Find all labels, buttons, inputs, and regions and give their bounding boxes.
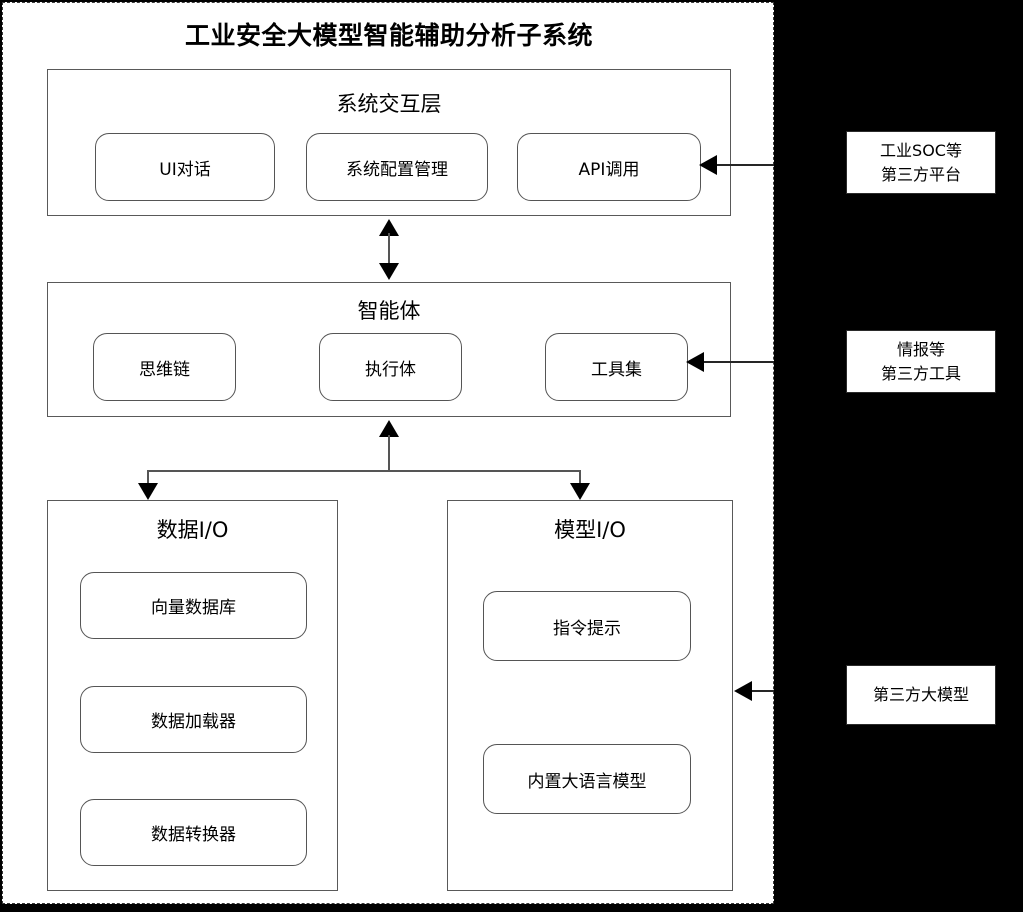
arrow-agent-down (379, 263, 399, 280)
module-data-loader[interactable]: 数据加载器 (80, 686, 307, 753)
layer-data-io: 数据I/O 向量数据库 数据加载器 数据转换器 (47, 500, 338, 891)
external-box-soc-platform[interactable]: 工业SOC等 第三方平台 (846, 131, 996, 194)
arrow-to-model-io (570, 483, 590, 500)
module-system-config[interactable]: 系统配置管理 (306, 133, 488, 201)
layer-interaction: 系统交互层 UI对话 系统配置管理 API调用 (47, 69, 731, 216)
arrow-ext-intel-to-toolset (686, 352, 704, 372)
arrow-to-data-io (138, 483, 158, 500)
module-executor[interactable]: 执行体 (319, 333, 462, 401)
external-soc-line1: 工业SOC等 (880, 140, 962, 160)
layer-agent-title: 智能体 (357, 299, 421, 323)
module-ui-dialog-label: UI对话 (159, 159, 211, 180)
module-api-call[interactable]: API调用 (517, 133, 701, 201)
connector-interaction-agent (388, 233, 390, 265)
connector-data-io-drop (147, 470, 149, 486)
layer-interaction-title: 系统交互层 (336, 92, 442, 116)
layer-model-io-title: 模型I/O (554, 518, 626, 542)
layer-data-io-title: 数据I/O (156, 518, 229, 542)
module-data-loader-label: 数据加载器 (151, 712, 236, 732)
module-data-transformer-label: 数据转换器 (151, 825, 236, 845)
module-chain-of-thought-label: 思维链 (139, 359, 190, 380)
connector-ext-intel (703, 361, 774, 363)
arrow-io-to-agent (379, 420, 399, 437)
arrow-ext-soc-to-api (699, 155, 717, 175)
module-vector-database[interactable]: 向量数据库 (80, 572, 307, 639)
arrow-interaction-up (379, 219, 399, 236)
external-soc-line2: 第三方平台 (880, 164, 961, 184)
module-vector-database-label: 向量数据库 (151, 598, 236, 618)
layer-model-io: 模型I/O 指令提示 内置大语言模型 (447, 500, 733, 891)
module-toolset[interactable]: 工具集 (545, 333, 688, 401)
system-boundary-panel: 工业安全大模型智能辅助分析子系统 系统交互层 UI对话 系统配置管理 API调用… (2, 2, 774, 904)
module-system-config-label: 系统配置管理 (346, 159, 448, 180)
module-builtin-llm-label: 内置大语言模型 (527, 771, 647, 792)
module-executor-label: 执行体 (365, 359, 416, 380)
external-intel-line2: 第三方工具 (880, 363, 961, 383)
external-box-third-party-llm[interactable]: 第三方大模型 (846, 665, 996, 725)
connector-model-io-drop (579, 470, 581, 486)
connector-ext-soc (716, 164, 774, 166)
connector-io-trunk (388, 435, 390, 472)
module-toolset-label: 工具集 (591, 359, 642, 380)
module-instruction-prompt-label: 指令提示 (553, 618, 621, 639)
layer-agent: 智能体 思维链 执行体 工具集 (47, 282, 731, 417)
module-instruction-prompt[interactable]: 指令提示 (483, 591, 691, 661)
connector-io-bus (147, 470, 581, 472)
module-chain-of-thought[interactable]: 思维链 (93, 333, 236, 401)
page-title: 工业安全大模型智能辅助分析子系统 (184, 21, 593, 50)
module-builtin-llm[interactable]: 内置大语言模型 (483, 744, 691, 814)
arrow-ext-llm-to-model-io (734, 681, 752, 701)
external-llm-line1: 第三方大模型 (872, 685, 969, 704)
connector-ext-llm (751, 690, 774, 692)
module-api-call-label: API调用 (578, 159, 640, 180)
module-data-transformer[interactable]: 数据转换器 (80, 799, 307, 866)
external-box-intel-tools[interactable]: 情报等 第三方工具 (846, 330, 996, 393)
external-intel-line1: 情报等 (896, 339, 945, 359)
module-ui-dialog[interactable]: UI对话 (95, 133, 275, 201)
